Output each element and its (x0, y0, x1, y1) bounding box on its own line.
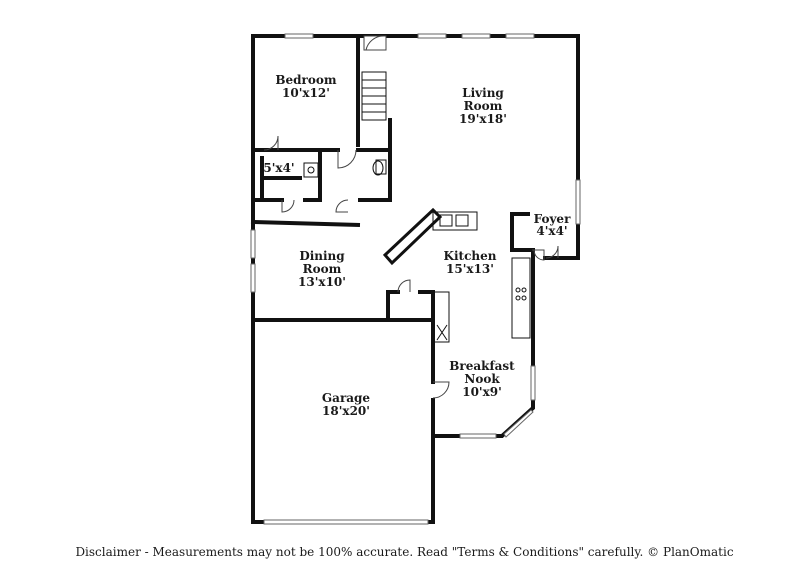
room-closet: 5'x4' (263, 161, 294, 175)
disclaimer-text: Disclaimer - Measurements may not be 100… (75, 545, 734, 559)
living-dim: 19'x18' (459, 112, 507, 126)
dining-label-2: Room (303, 262, 342, 276)
living-label-2: Room (464, 99, 503, 113)
foyer-dim: 4'x4' (536, 224, 567, 238)
bedroom-label: Bedroom (275, 73, 336, 87)
stairs (361, 71, 387, 121)
kitchen-dim: 15'x13' (446, 262, 494, 276)
nook-dim: 10'x9' (462, 385, 502, 399)
living-label-1: Living (462, 86, 504, 100)
room-garage: Garage 18'x20' (322, 391, 371, 418)
dining-dim: 13'x10' (298, 275, 346, 289)
closet-dim: 5'x4' (263, 161, 294, 175)
nook-label-2: Nook (464, 372, 500, 386)
doors (263, 35, 559, 399)
room-bedroom: Bedroom 10'x12' (275, 73, 336, 100)
room-living: Living Room 19'x18' (459, 86, 507, 126)
bathroom-fixtures (303, 159, 387, 178)
bedroom-dim: 10'x12' (282, 86, 330, 100)
garage-label: Garage (322, 391, 371, 405)
dining-label-1: Dining (299, 249, 345, 263)
room-dining: Dining Room 13'x10' (298, 249, 346, 289)
foyer-label: Foyer (534, 212, 571, 226)
kitchen-counter (432, 257, 531, 343)
room-kitchen: Kitchen 15'x13' (444, 249, 497, 276)
nook-label-1: Breakfast (449, 359, 515, 373)
windows (250, 33, 581, 525)
kitchen-island (382, 207, 478, 266)
kitchen-label: Kitchen (444, 249, 497, 263)
room-foyer: Foyer 4'x4' (534, 212, 571, 238)
room-nook: Breakfast Nook 10'x9' (449, 359, 515, 399)
garage-dim: 18'x20' (322, 404, 370, 418)
